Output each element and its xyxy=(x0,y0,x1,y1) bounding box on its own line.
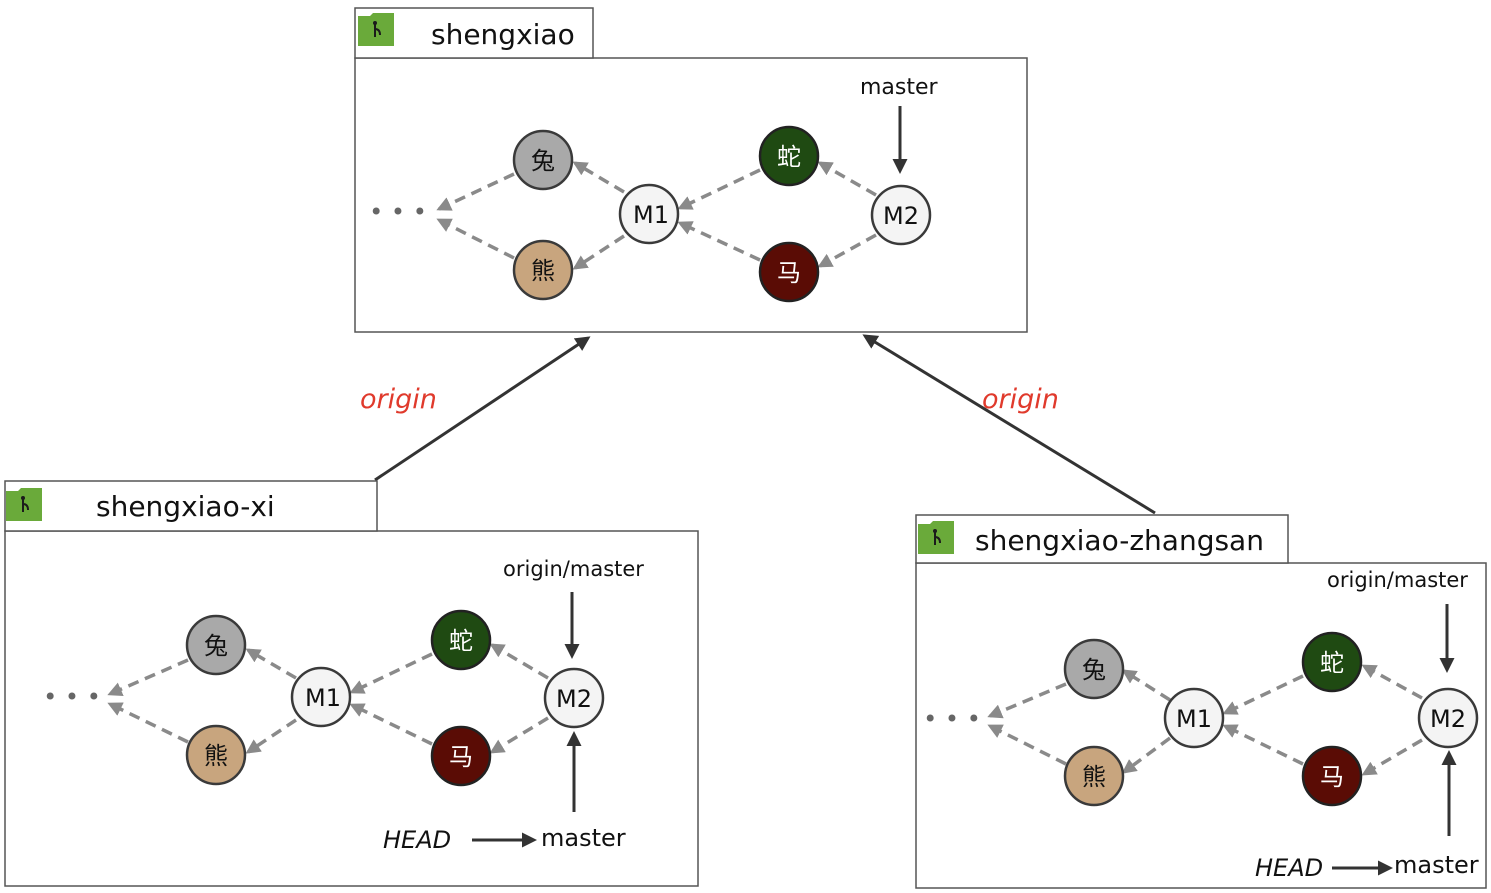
svg-text:M2: M2 xyxy=(883,202,919,230)
folder-git-icon xyxy=(358,13,394,46)
commit-node-horse[interactable]: 马 xyxy=(758,241,820,303)
history-ellipsis: • • • xyxy=(369,198,427,226)
repo-shengxiao-xi: shengxiao-xi origin/master • • • 兔 熊 M1 … xyxy=(4,480,699,887)
history-ellipsis: • • • xyxy=(923,705,981,733)
remote-link-xi: origin xyxy=(360,336,591,482)
commit-node-snake[interactable]: 蛇 xyxy=(758,125,820,187)
repo-tab[interactable] xyxy=(354,7,594,59)
svg-text:蛇: 蛇 xyxy=(777,143,801,171)
folder-git-icon xyxy=(6,488,42,521)
svg-text:马: 马 xyxy=(777,259,801,287)
svg-text:M2: M2 xyxy=(1430,705,1466,733)
svg-text:兔: 兔 xyxy=(531,147,555,175)
commit-node-m1[interactable]: M1 xyxy=(290,666,352,728)
repo-shengxiao-zhangsan: shengxiao-zhangsan origin/master • • • 兔… xyxy=(915,514,1487,889)
history-ellipsis: • • • xyxy=(43,683,101,711)
commit-node-m1[interactable]: M1 xyxy=(1163,687,1225,749)
commit-node-bear[interactable]: 熊 xyxy=(512,239,574,301)
svg-text:熊: 熊 xyxy=(1082,763,1106,791)
svg-text:M1: M1 xyxy=(1176,705,1212,733)
branch-label-master: master xyxy=(860,75,939,100)
svg-text:M1: M1 xyxy=(633,201,669,229)
head-label: HEAD xyxy=(1255,854,1323,882)
commit-node-snake[interactable]: 蛇 xyxy=(430,609,492,671)
remote-link-zhangsan: origin xyxy=(862,334,1156,515)
origin-label: origin xyxy=(982,384,1059,415)
commit-node-m1[interactable]: M1 xyxy=(618,183,680,245)
head-label: HEAD xyxy=(383,826,451,854)
commit-node-horse[interactable]: 马 xyxy=(430,725,492,787)
repo-shengxiao: shengxiao master • • • 兔 熊 M1 蛇 马 xyxy=(354,7,1028,333)
commit-node-snake[interactable]: 蛇 xyxy=(1301,631,1363,693)
branch-label-origin-master: origin/master xyxy=(1327,568,1468,592)
commit-node-m2[interactable]: M2 xyxy=(870,184,932,246)
commit-node-m2[interactable]: M2 xyxy=(1417,687,1479,749)
svg-text:熊: 熊 xyxy=(204,742,228,770)
svg-text:兔: 兔 xyxy=(204,632,228,660)
commit-node-rabbit[interactable]: 兔 xyxy=(185,614,247,676)
svg-text:蛇: 蛇 xyxy=(1320,649,1344,677)
svg-text:熊: 熊 xyxy=(531,257,555,285)
commit-node-bear[interactable]: 熊 xyxy=(185,724,247,786)
commit-node-horse[interactable]: 马 xyxy=(1301,745,1363,807)
branch-label-origin-master: origin/master xyxy=(503,557,644,581)
commit-node-rabbit[interactable]: 兔 xyxy=(1063,638,1125,700)
branch-label-master: master xyxy=(1394,851,1479,879)
svg-text:蛇: 蛇 xyxy=(449,627,473,655)
repo-tab[interactable] xyxy=(4,480,378,532)
svg-text:M1: M1 xyxy=(305,684,341,712)
branch-label-master: master xyxy=(541,824,626,852)
commit-node-m2[interactable]: M2 xyxy=(543,667,605,729)
svg-text:M2: M2 xyxy=(556,685,592,713)
repo-name: shengxiao-zhangsan xyxy=(975,524,1264,557)
origin-label: origin xyxy=(360,384,437,415)
svg-text:马: 马 xyxy=(1320,763,1344,791)
commit-node-rabbit[interactable]: 兔 xyxy=(512,129,574,191)
svg-text:马: 马 xyxy=(449,743,473,771)
repo-name: shengxiao xyxy=(431,18,575,51)
svg-text:兔: 兔 xyxy=(1082,656,1106,684)
repo-tab[interactable] xyxy=(915,514,1289,564)
folder-git-icon xyxy=(918,521,954,554)
repo-name: shengxiao-xi xyxy=(96,490,275,523)
commit-node-bear[interactable]: 熊 xyxy=(1063,745,1125,807)
